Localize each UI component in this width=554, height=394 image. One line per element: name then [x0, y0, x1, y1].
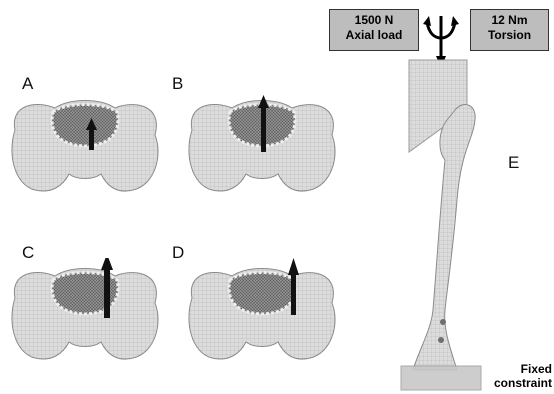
fixed-constraint-label: Fixed constraint — [478, 362, 552, 390]
condyle-model-a — [5, 90, 165, 200]
fixed-constraint-line2: constraint — [478, 376, 552, 390]
condyle-model-c — [5, 258, 165, 368]
fixed-constraint-line1: Fixed — [478, 362, 552, 376]
condyle-model-b — [182, 90, 342, 200]
condyle-model-d — [182, 258, 342, 368]
femur-model — [395, 0, 554, 394]
